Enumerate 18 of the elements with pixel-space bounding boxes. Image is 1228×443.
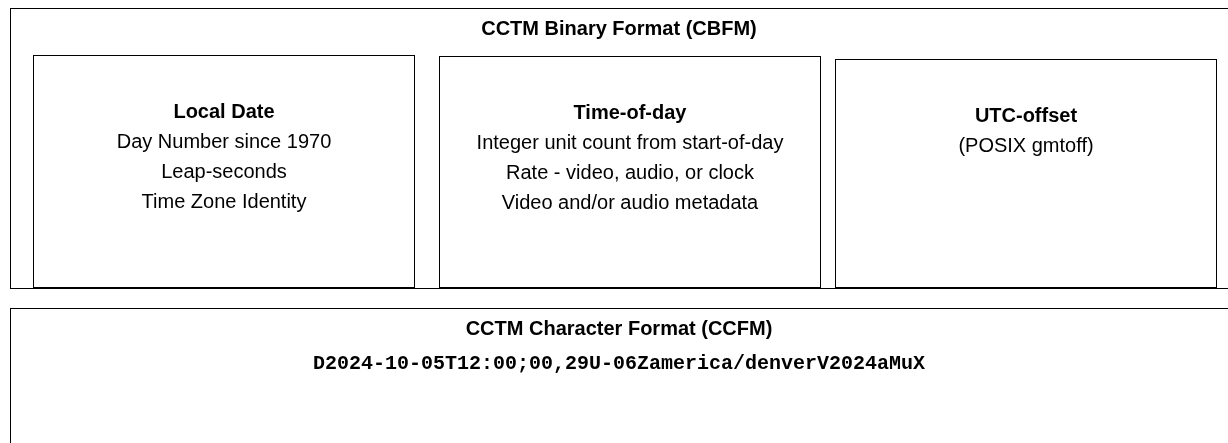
box-heading: UTC-offset [974, 103, 1078, 128]
field-box [33, 55, 415, 288]
field-box [439, 56, 821, 288]
field-description: Rate - video, audio, or clock [506, 160, 754, 185]
field-description: (POSIX gmtoff) [958, 133, 1094, 158]
format-panel [10, 308, 1228, 443]
format-panel [10, 8, 1228, 289]
panel-title: CCTM Binary Format (CBFM) [481, 16, 757, 40]
panel-title: CCTM Character Format (CCFM) [465, 316, 773, 340]
format-string: D2024-10-05T12:00;00,29U-06Zamerica/denverV2024aMuX [312, 352, 926, 376]
field-description: Integer unit count from start-of-day [476, 130, 784, 155]
box-heading: Local Date [173, 99, 275, 124]
field-box [835, 59, 1217, 288]
field-description: Video and/or audio metadata [501, 190, 759, 215]
field-description: Time Zone Identity [141, 189, 307, 214]
field-description: Day Number since 1970 [116, 129, 332, 154]
box-heading: Time-of-day [573, 100, 687, 125]
field-description: Leap-seconds [161, 159, 287, 184]
